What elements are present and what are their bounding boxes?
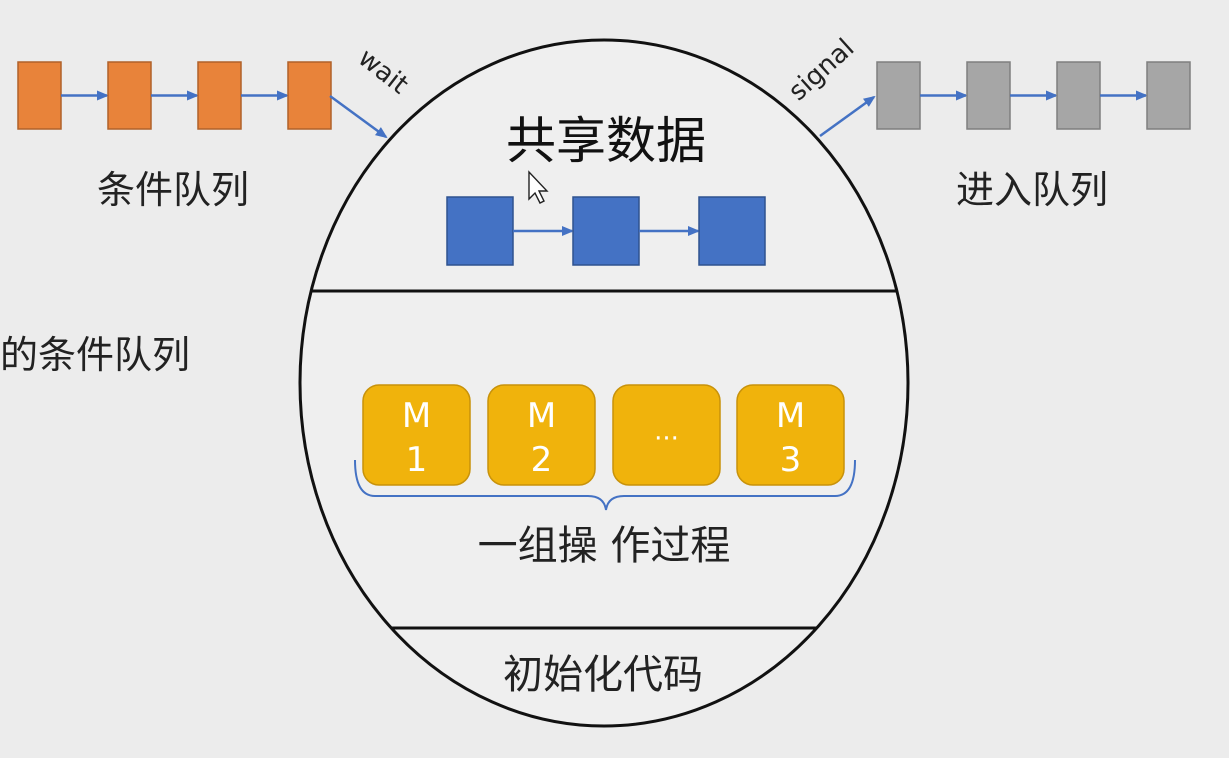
shared-data-title: 共享数据 (506, 112, 706, 170)
procedure-block-name: M (527, 396, 556, 436)
shared-data-node (572, 196, 640, 266)
init-code-label: 初始化代码 (503, 652, 703, 698)
shared-data-node (698, 196, 766, 266)
procedure-block-index: 2 (531, 440, 553, 480)
procedure-brace (354, 459, 856, 511)
left-partial-text: 的条件队列 (0, 333, 190, 377)
wait-label: wait (352, 43, 414, 100)
shared-data-node (446, 196, 514, 266)
entry-queue (876, 61, 1191, 130)
mouse-cursor-icon (528, 170, 549, 204)
entry-queue-node (1146, 61, 1191, 130)
shared-data-queue (446, 196, 766, 266)
entry-queue-node (1056, 61, 1101, 130)
signal-arrow (819, 95, 876, 138)
procedure-block-name: M (776, 396, 805, 436)
condition-queue-node (107, 61, 152, 130)
procedure-block-name: M (402, 396, 431, 436)
procedure-block (487, 384, 596, 486)
entry-queue-node (966, 61, 1011, 130)
procedure-block-index: 1 (406, 440, 428, 480)
entry-queue-label: 进入队列 (956, 168, 1108, 212)
condition-queue-node (287, 61, 332, 130)
procedure-block-ellipsis: ··· (654, 424, 679, 454)
wait-arrow (329, 94, 388, 139)
condition-queue (17, 61, 332, 130)
procedure-block (362, 384, 471, 486)
entry-queue-node (876, 61, 921, 130)
procedure-group-label: 一组操 作过程 (478, 523, 731, 569)
condition-queue-label: 条件队列 (97, 168, 249, 212)
procedure-block (612, 384, 721, 486)
condition-queue-node (197, 61, 242, 130)
condition-queue-node (17, 61, 62, 130)
signal-label: signal (783, 33, 860, 107)
procedure-block-index: 3 (780, 440, 802, 480)
procedure-block (736, 384, 845, 486)
